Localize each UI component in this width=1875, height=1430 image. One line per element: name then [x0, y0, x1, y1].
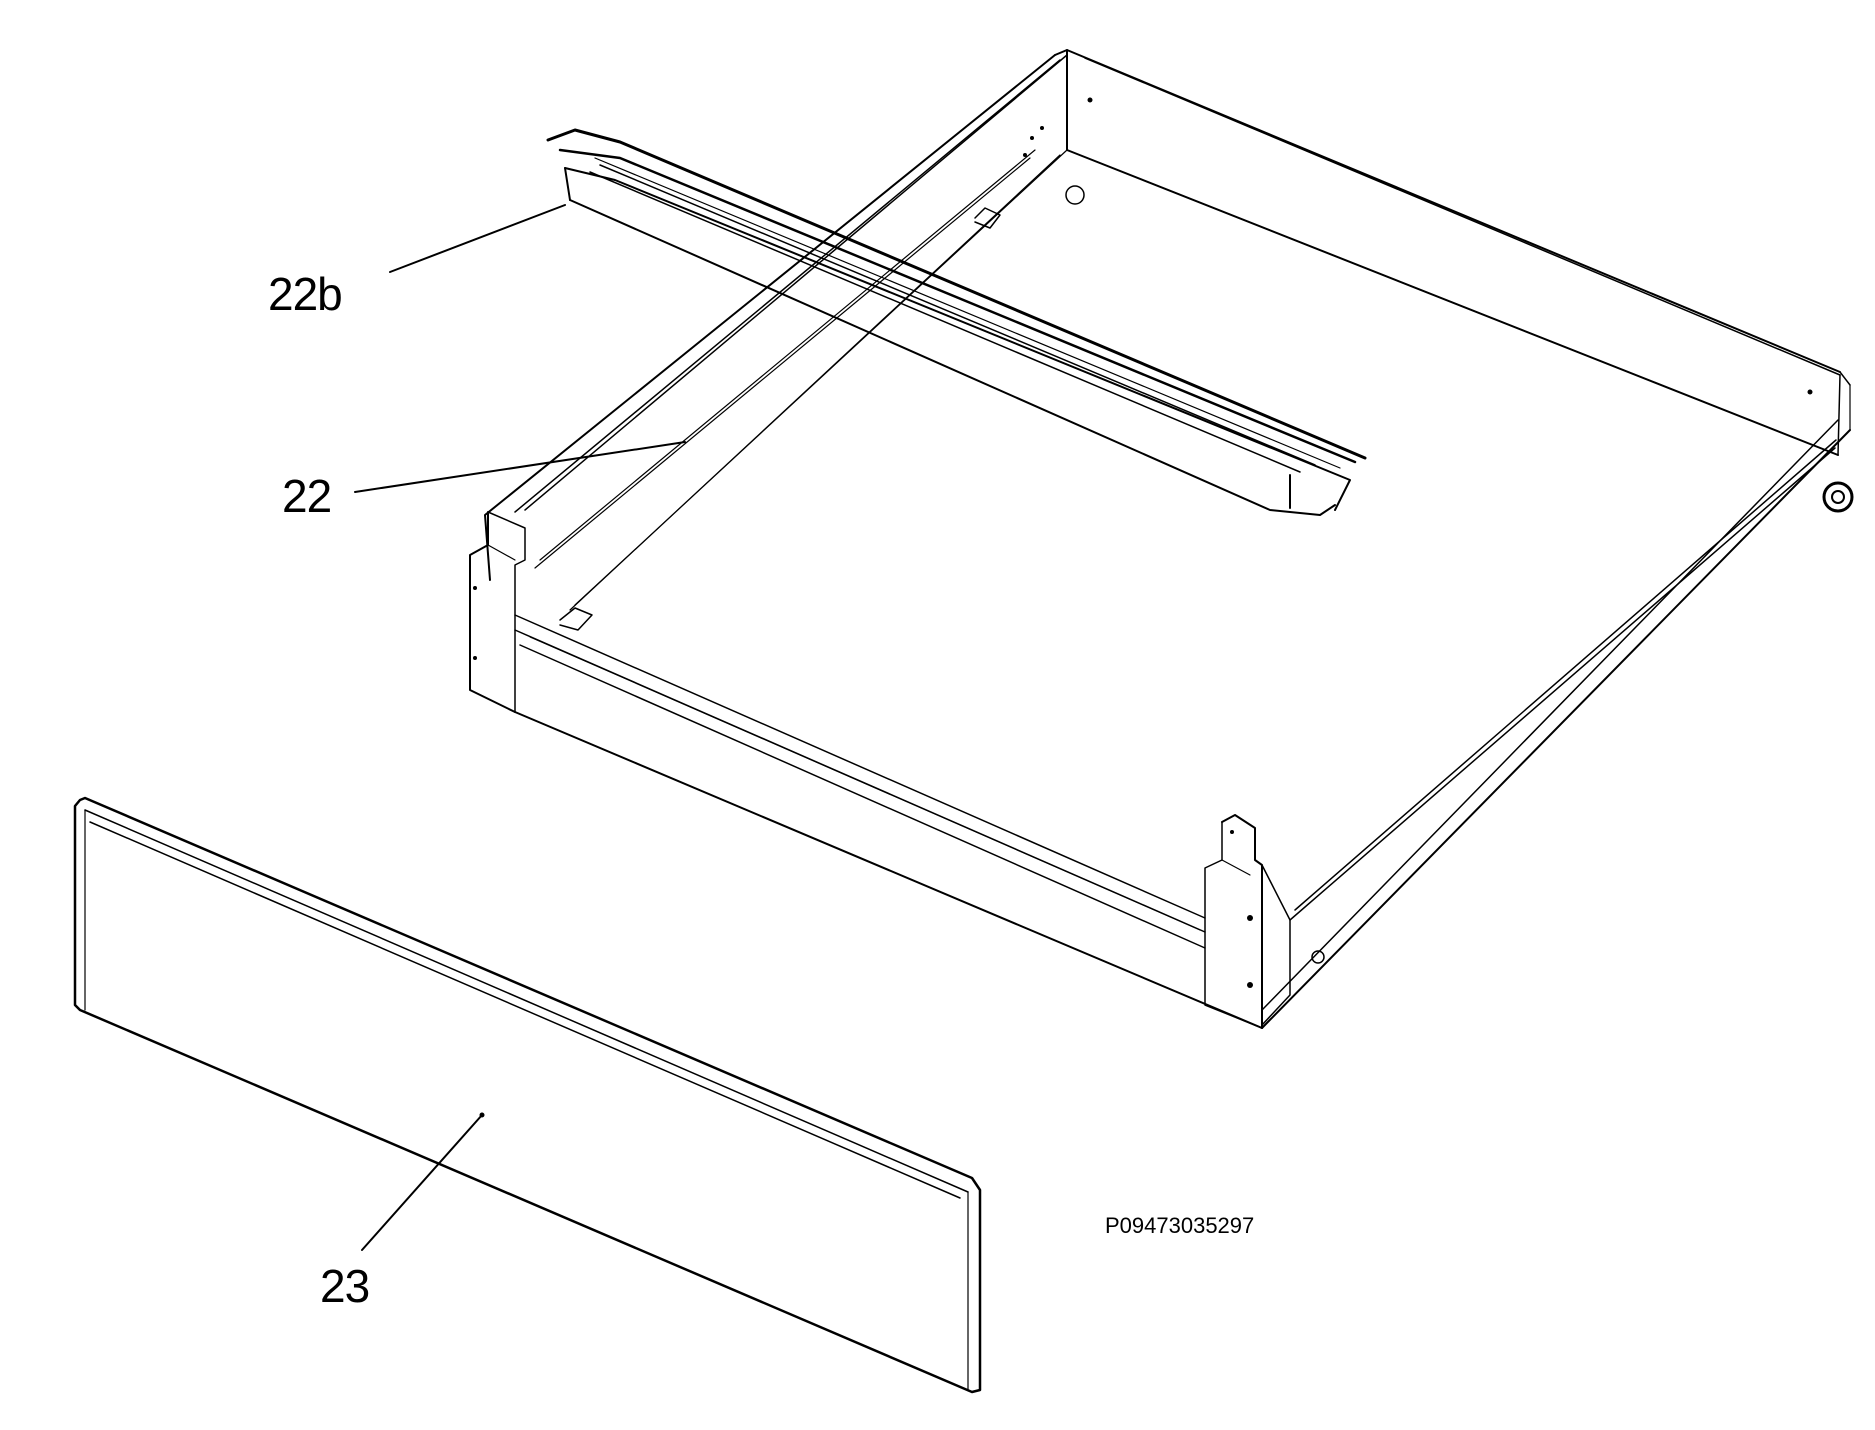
figure-code: P09473035297: [1105, 1213, 1254, 1238]
drawer-frame-part-22: [469, 49, 1854, 1029]
label-22b: 22b: [268, 268, 342, 320]
label-22: 22: [282, 470, 331, 522]
leader-line-22b: [389, 204, 566, 273]
front-panel-part-23: [73, 796, 982, 1394]
label-23: 23: [320, 1260, 369, 1312]
leader-line-23: [361, 1112, 485, 1251]
top-rail-part-22b: [546, 128, 1367, 516]
leader-line-22: [354, 441, 686, 493]
